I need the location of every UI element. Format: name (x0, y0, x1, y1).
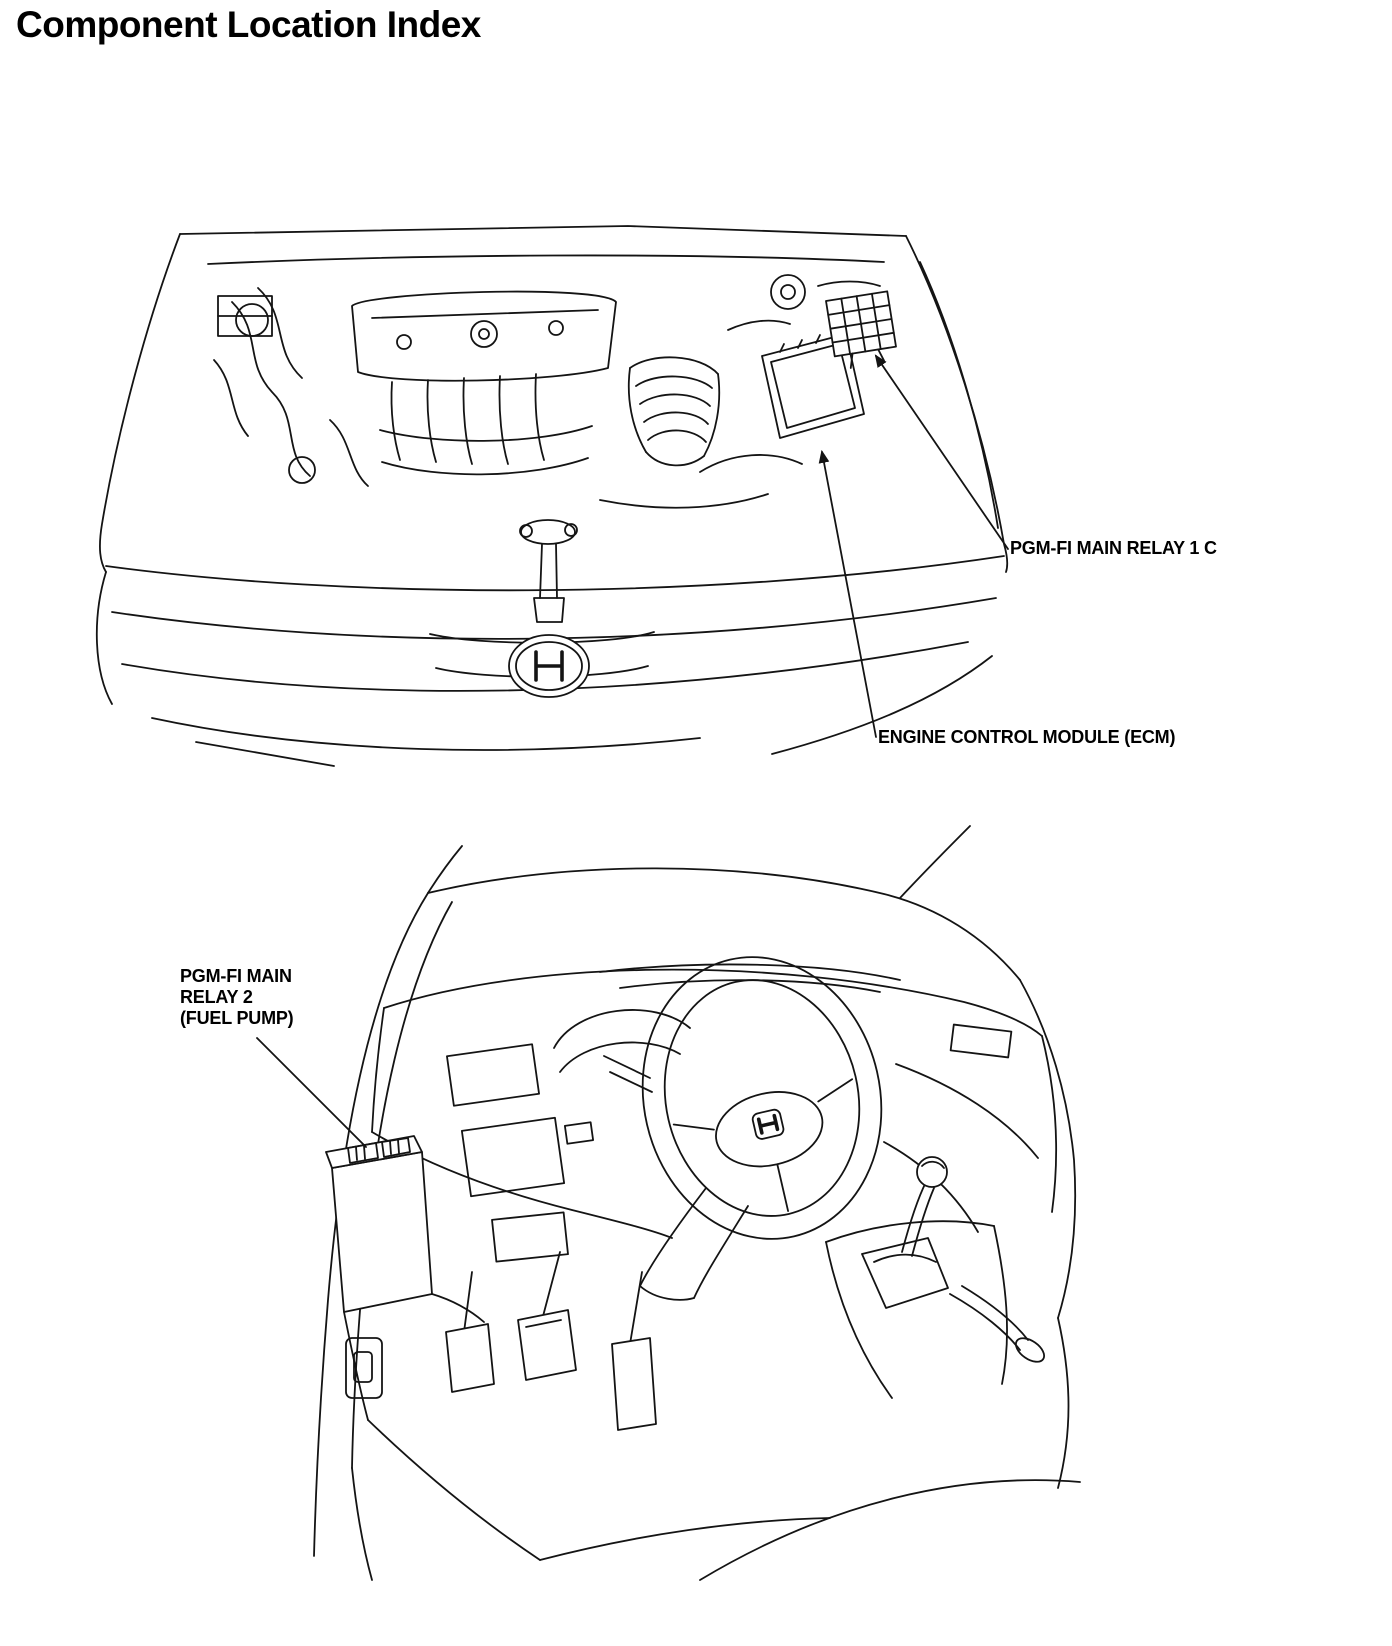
label-line: (FUEL PUMP) (180, 1008, 294, 1028)
hood-latch (519, 519, 578, 623)
gear-shifter (861, 1156, 949, 1309)
dash-vent (446, 1043, 540, 1107)
relay2-connector (381, 1137, 411, 1158)
pedals (445, 1251, 657, 1431)
page-title: Component Location Index (16, 4, 481, 45)
label-engine-control-module: ENGINE CONTROL MODULE (ECM) (878, 727, 1176, 747)
steering-emblem (751, 1108, 785, 1140)
label-pgm-fi-main-relay-2: PGM-FI MAIN RELAY 2 (FUEL PUMP) (180, 966, 294, 1029)
label-line: RELAY 2 (180, 987, 253, 1007)
audio-panel (460, 1116, 566, 1198)
cabin-outline (313, 825, 1077, 1557)
label-line: PGM-FI MAIN (180, 966, 292, 986)
ecm-box (761, 330, 865, 439)
steering-column (603, 1055, 749, 1301)
floor-lines (351, 1317, 1081, 1581)
car-body-outline (95, 225, 1009, 767)
interior-illustration (313, 825, 1081, 1581)
leader-lines (256, 354, 1009, 1148)
leader-line-ecm (818, 449, 877, 738)
relay2-box (325, 1135, 485, 1421)
center-console (825, 1156, 1045, 1399)
engine-assembly (213, 274, 881, 509)
engine-bay-illustration (95, 225, 1009, 767)
leader-line-relay2 (256, 1037, 367, 1148)
steering-wheel (641, 956, 883, 1240)
instrument-visor (553, 1009, 691, 1049)
leader-line-relay1 (874, 354, 1009, 550)
label-pgm-fi-main-relay-1: PGM-FI MAIN RELAY 1 C (1010, 538, 1217, 558)
turn-signal-stalk (603, 1055, 653, 1093)
parking-brake (949, 1285, 1045, 1363)
dashboard (371, 963, 1057, 1263)
grille-and-emblem (429, 631, 655, 698)
relay1-box (825, 290, 897, 369)
door-sill-panel (345, 1337, 383, 1399)
